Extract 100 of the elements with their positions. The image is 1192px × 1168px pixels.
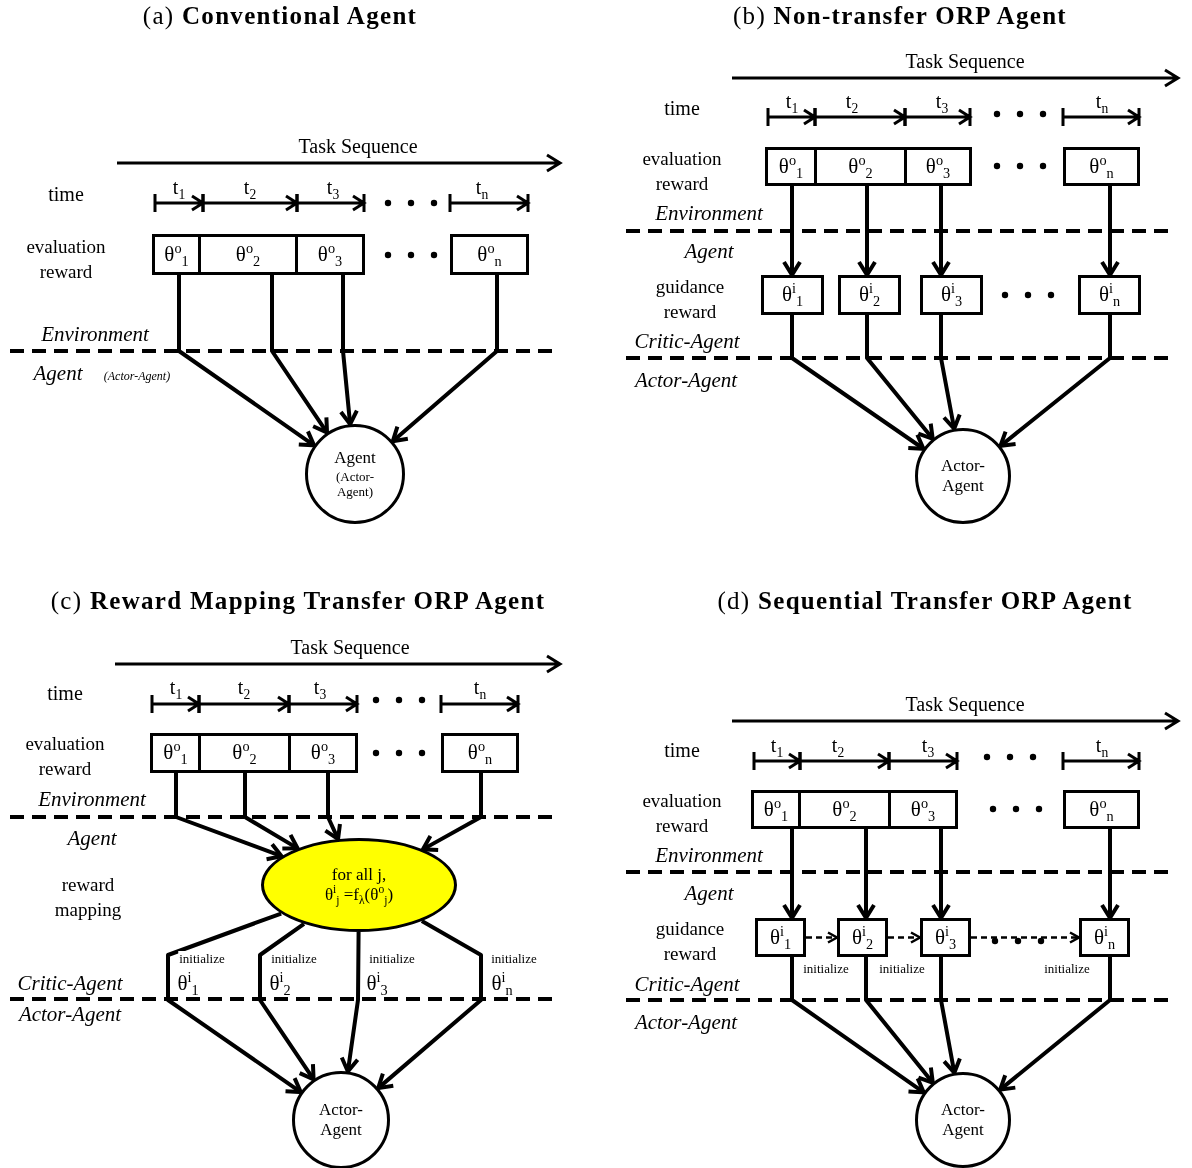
time-label: t$_{n}$ xyxy=(475,175,489,199)
arrow xyxy=(998,315,1112,448)
reward-box xyxy=(1063,147,1140,186)
axis-title: Task Sequence xyxy=(298,134,418,158)
axis-title: Task Sequence xyxy=(905,692,1025,716)
node-text: Actor-Agent xyxy=(940,455,986,497)
time-label: t$_{1}$ xyxy=(172,175,186,199)
region-label: Environment xyxy=(41,321,149,347)
reward-box xyxy=(755,918,806,957)
time-label: t$_{1}$ xyxy=(785,89,799,113)
panel-title: (c) Reward Mapping Transfer ORP Agent xyxy=(50,587,546,615)
arrow xyxy=(864,957,935,1085)
row-label: guidance reward xyxy=(654,917,726,966)
region-label: Agent xyxy=(67,825,117,851)
arrow xyxy=(390,275,499,444)
dashed-arrow xyxy=(971,931,1081,944)
node-text: Actor-Agent xyxy=(940,1099,986,1141)
dashed-arrow xyxy=(888,931,922,944)
arrow xyxy=(790,315,926,451)
arrow xyxy=(856,829,876,920)
node-text: Agent xyxy=(333,448,377,469)
node-text: θ$^{i}$$_{j}$ =f$_{λ}$(θ$^{o}$$_{j}$) xyxy=(324,885,394,906)
panel-title: (a) Conventional Agent xyxy=(142,2,418,30)
node-text: Actor-Agent xyxy=(318,1099,364,1141)
reward-box xyxy=(288,733,358,773)
region-label: Critic-Agent xyxy=(17,970,123,996)
reward-box xyxy=(450,234,529,275)
time-label: t$_{2}$ xyxy=(237,675,251,699)
row-label: time xyxy=(664,96,700,120)
row-label: time xyxy=(47,681,83,705)
arrow xyxy=(931,829,951,920)
arrow xyxy=(931,186,951,277)
reward-box xyxy=(751,790,801,829)
time-label: t$_{n}$ xyxy=(473,675,487,699)
time-label: t$_{n}$ xyxy=(1095,89,1109,113)
row-label: evaluation reward xyxy=(25,235,107,284)
reward-box xyxy=(814,147,907,186)
axis-title: Task Sequence xyxy=(290,635,410,659)
agent-circle xyxy=(915,1072,1011,1168)
row-label: reward mapping xyxy=(53,873,123,922)
reward-box xyxy=(761,275,824,315)
time-label: t$_{2}$ xyxy=(845,89,859,113)
reward-box xyxy=(1063,790,1140,829)
reward-box xyxy=(295,234,365,275)
agent-circle xyxy=(292,1071,390,1168)
arrow xyxy=(1100,186,1120,277)
arrow xyxy=(166,911,303,1095)
row-label: evaluation reward xyxy=(24,732,106,781)
reward-box xyxy=(150,733,201,773)
arrow xyxy=(420,773,483,853)
region-label: Critic-Agent xyxy=(634,328,740,354)
region-label: Agent xyxy=(684,238,734,264)
time-label: t$_{n}$ xyxy=(1095,733,1109,757)
row-label: evaluation reward xyxy=(641,147,723,196)
reward-box xyxy=(798,790,891,829)
time-label: t$_{3}$ xyxy=(935,89,949,113)
reward-box xyxy=(441,733,519,773)
reward-box xyxy=(1079,918,1130,957)
arrow xyxy=(338,275,359,427)
time-label: t$_{3}$ xyxy=(313,675,327,699)
row-label: evaluation reward xyxy=(641,789,723,838)
arrow xyxy=(258,922,316,1082)
arrow xyxy=(939,315,962,431)
dashed-arrow xyxy=(806,931,839,944)
arrow xyxy=(270,275,330,435)
arrow xyxy=(790,957,926,1095)
node-text: (Actor-Agent) xyxy=(335,468,375,500)
time-label: t$_{2}$ xyxy=(831,733,845,757)
arrow xyxy=(339,932,361,1074)
arrow xyxy=(998,957,1112,1092)
arrow xyxy=(857,186,877,277)
agent-circle xyxy=(915,428,1011,524)
region-label: Environment xyxy=(655,200,763,226)
time-label: t$_{3}$ xyxy=(921,733,935,757)
region-label: Actor-Agent xyxy=(634,367,738,393)
arrow xyxy=(376,919,483,1091)
arrow xyxy=(782,829,802,920)
reward-box xyxy=(198,733,291,773)
reward-box xyxy=(838,275,901,315)
axis-title: Task Sequence xyxy=(905,49,1025,73)
row-label: time xyxy=(664,738,700,762)
reward-box xyxy=(888,790,958,829)
arrow xyxy=(782,186,802,277)
reward-box xyxy=(152,234,201,275)
node-text: for all j, xyxy=(331,864,387,885)
reward-box xyxy=(837,918,888,957)
region-label: Agent xyxy=(684,880,734,906)
panel-title: (b) Non-transfer ORP Agent xyxy=(733,2,1067,30)
time-label: t$_{1}$ xyxy=(770,733,784,757)
region-label: Environment xyxy=(655,842,763,868)
reward-box xyxy=(920,918,971,957)
panel-title: (d) Sequential Transfer ORP Agent xyxy=(717,587,1133,615)
arrow xyxy=(174,773,284,862)
region-label: Actor-Agent xyxy=(18,1001,122,1027)
time-label: t$_{1}$ xyxy=(169,675,183,699)
arrow xyxy=(1100,829,1120,920)
reward-box xyxy=(904,147,972,186)
arrow xyxy=(243,773,300,851)
region-label: (Actor-Agent) xyxy=(103,368,171,384)
arrow xyxy=(177,275,316,448)
